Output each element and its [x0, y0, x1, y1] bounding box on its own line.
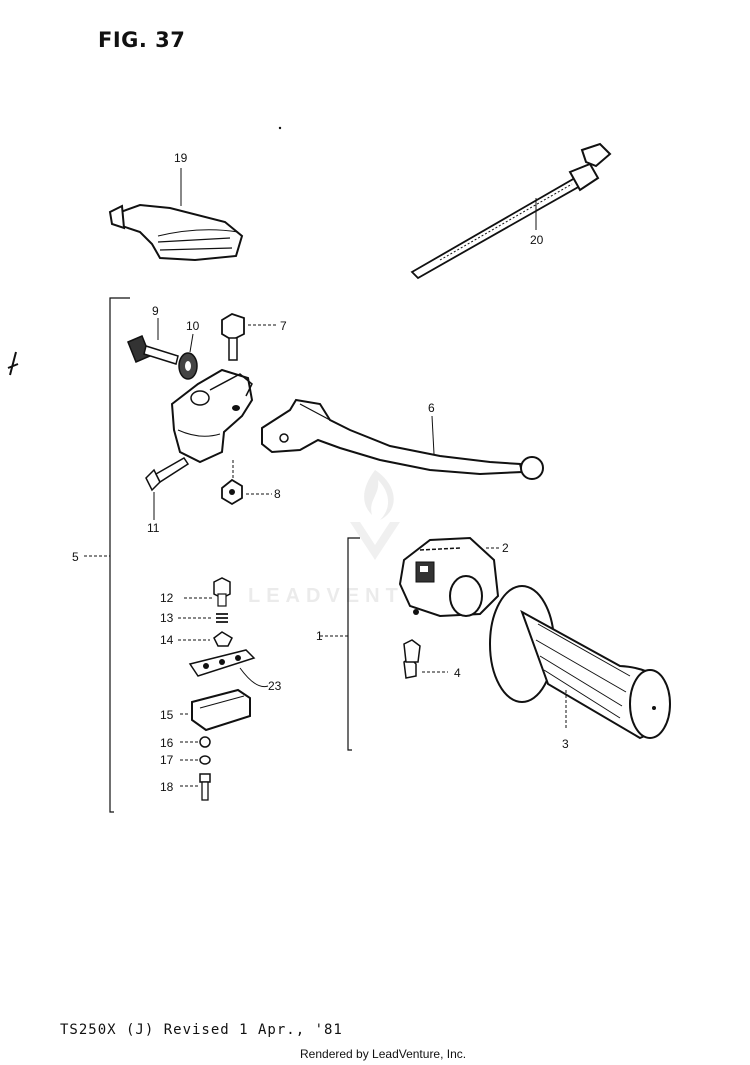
stray-mark	[7, 351, 19, 376]
callout-4: 4	[454, 666, 461, 680]
callout-17: 17	[160, 753, 174, 767]
part-13-spring	[178, 613, 228, 623]
callout-labels: 1 2 3 4 5 6 7 8 9 10 11 12 13 14 15 16 1…	[72, 151, 569, 794]
callout-14: 14	[160, 633, 174, 647]
part-19-lever-boot	[108, 168, 244, 262]
part-4-screw	[403, 639, 448, 679]
part-14-washer	[178, 631, 233, 647]
callout-3: 3	[562, 737, 569, 751]
callout-15: 15	[160, 708, 174, 722]
callout-20: 20	[530, 233, 544, 247]
assembly-1-bracket	[347, 537, 360, 751]
footer-model-revision: TS250X (J) Revised 1 Apr., '81	[60, 1022, 343, 1038]
callout-5: 5	[72, 550, 79, 564]
part-17-washer	[180, 755, 211, 765]
callout-12: 12	[160, 591, 174, 605]
part-18-screw	[180, 773, 211, 801]
part-9-screw	[127, 318, 179, 365]
callout-11: 11	[147, 521, 160, 535]
part-11-bolt	[145, 457, 190, 520]
callout-10: 10	[186, 319, 200, 333]
part-12-screw	[184, 577, 231, 607]
part-16-nut	[180, 736, 211, 748]
part-2-switch-housing	[398, 536, 500, 618]
callout-23: 23	[268, 679, 282, 693]
lever-holder	[170, 368, 254, 464]
part-8-nut	[221, 460, 272, 506]
watermark-flame-icon	[364, 470, 394, 520]
stray-dot	[278, 126, 282, 130]
assembly-5-bracket	[109, 297, 130, 813]
figure-title: FIG. 37	[98, 28, 186, 52]
callout-13: 13	[160, 611, 174, 625]
part-10-nut	[178, 333, 198, 380]
footer-credit: Rendered by LeadVenture, Inc.	[300, 1047, 467, 1061]
callout-6: 6	[428, 401, 435, 415]
callout-19: 19	[174, 151, 188, 165]
callout-1: 1	[316, 629, 323, 643]
callout-2: 2	[502, 541, 509, 555]
callout-8: 8	[274, 487, 281, 501]
watermark-v-mark	[350, 522, 400, 560]
callout-16: 16	[160, 736, 174, 750]
part-3-handlebar-grip	[489, 585, 671, 740]
callout-7: 7	[280, 319, 287, 333]
part-15-pad	[180, 688, 251, 732]
callout-9: 9	[152, 304, 159, 318]
callout-18: 18	[160, 780, 174, 794]
part-23-plate	[188, 649, 269, 688]
part-6-clutch-lever	[261, 398, 544, 480]
part-7-bolt	[221, 313, 276, 361]
part-20-cable-tie	[410, 142, 612, 280]
